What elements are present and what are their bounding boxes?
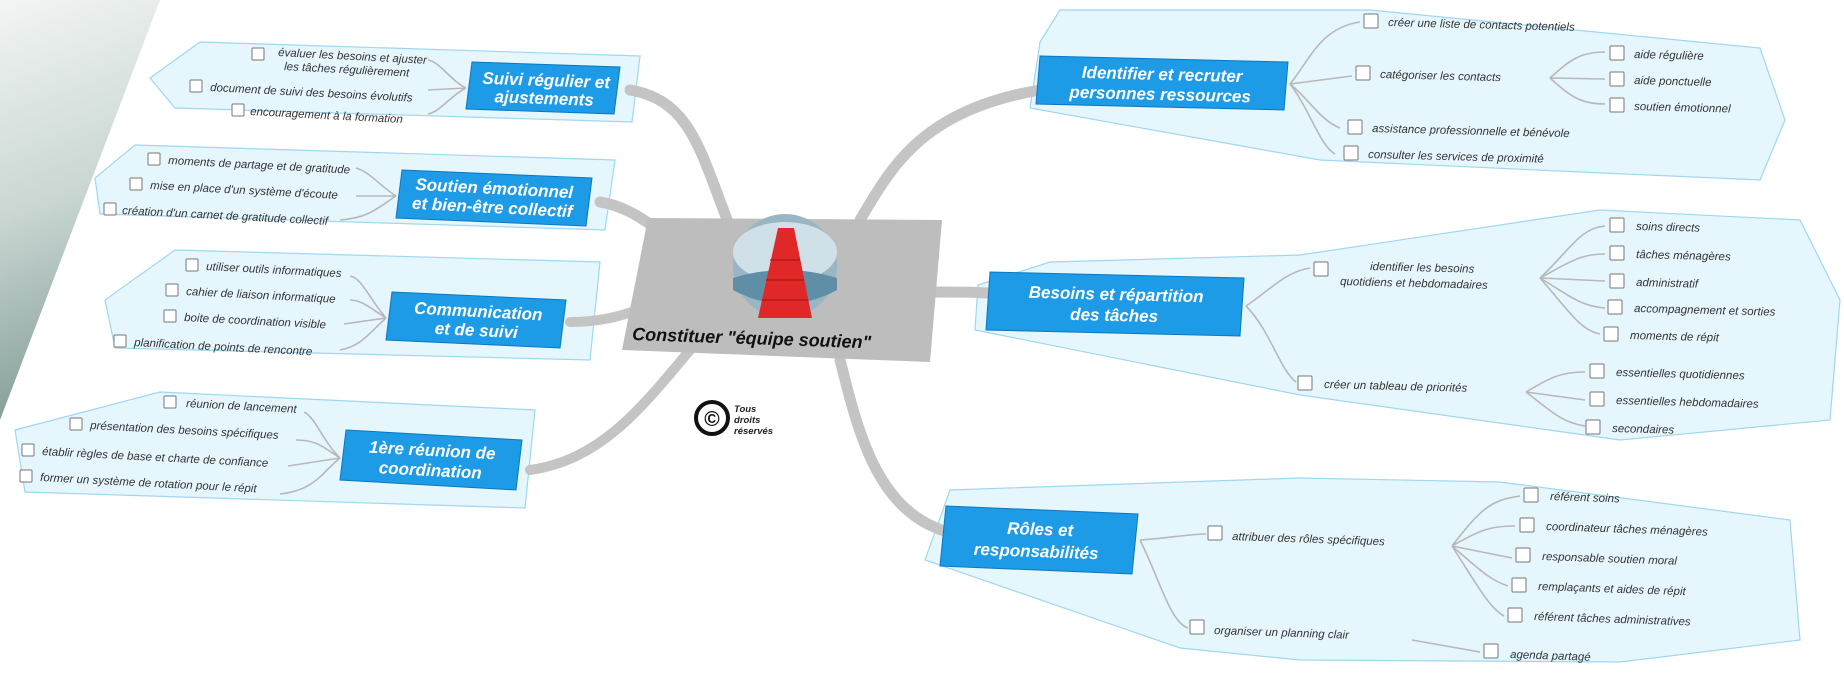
svg-text:organiser un planning clair: organiser un planning clair: [1214, 625, 1350, 642]
bubble-roles: [924, 477, 1801, 663]
topic-besoins-line-2: des tâches: [1070, 305, 1158, 326]
svg-text:tâches ménagères: tâches ménagères: [1636, 249, 1731, 263]
svg-text:agenda partagé: agenda partagé: [1510, 649, 1591, 664]
list-item[interactable]: soins directs: [1609, 217, 1700, 235]
copyright-icon: ©: [704, 408, 720, 431]
svg-text:quotidiens et hebdomadaires: quotidiens et hebdomadaires: [1340, 276, 1488, 292]
topic-suivi-line-1: Suivi régulier et: [482, 69, 611, 92]
svg-text:assistance professionnelle et: assistance professionnelle et bénévole: [1372, 123, 1570, 140]
svg-text:moments de répit: moments de répit: [1630, 330, 1720, 344]
svg-text:identifier les besoins: identifier les besoins: [1370, 261, 1475, 276]
svg-text:catégoriser les contacts: catégoriser les contacts: [1380, 69, 1501, 84]
list-item[interactable]: accompagnement et sorties: [1607, 299, 1776, 319]
topic-identifier-line-2: personnes ressources: [1068, 83, 1251, 107]
svg-text:référent tâches administrative: référent tâches administratives: [1534, 611, 1691, 628]
list-item[interactable]: coordinateur tâches ménagères: [1519, 517, 1708, 539]
svg-text:créer un tableau de priorités: créer un tableau de priorités: [1324, 379, 1468, 395]
svg-text:soutien émotionnel: soutien émotionnel: [1634, 101, 1731, 116]
svg-text:essentielles quotidiennes: essentielles quotidiennes: [1616, 367, 1745, 382]
main-connectors: [525, 84, 1046, 541]
topic-roles[interactable]: Rôles et responsabilités: [939, 505, 1139, 575]
copyright-line-3: réservés: [734, 426, 773, 437]
list-item[interactable]: essentielles quotidiennes: [1589, 363, 1745, 382]
topic-suivi[interactable]: Suivi régulier et ajustements: [465, 61, 621, 115]
topic-besoins-line-1: Besoins et répartition: [1029, 283, 1204, 307]
list-item[interactable]: assistance professionnelle et bénévole: [1347, 119, 1570, 140]
topic-roles-line-2: responsabilités: [974, 540, 1099, 563]
list-item[interactable]: moments de répit: [1603, 326, 1720, 344]
topic-suivi-line-2: ajustements: [494, 87, 594, 109]
list-item[interactable]: créer une liste de contacts potentiels: [1363, 13, 1575, 34]
topic-reunion[interactable]: 1ère réunion de coordination: [339, 429, 523, 491]
svg-text:créer une liste de contacts po: créer une liste de contacts potentiels: [1388, 17, 1575, 34]
list-item[interactable]: réunion de lancement: [163, 395, 298, 416]
list-item[interactable]: agenda partagé: [1483, 643, 1591, 664]
svg-text:essentielles hebdomadaires: essentielles hebdomadaires: [1616, 395, 1759, 411]
svg-text:attribuer des rôles spécifique: attribuer des rôles spécifiques: [1232, 531, 1385, 548]
svg-text:accompagnement et sorties: accompagnement et sorties: [1634, 303, 1776, 319]
topic-identifier-line-1: Identifier et recruter: [1082, 63, 1244, 86]
svg-text:remplaçants et aides de répit: remplaçants et aides de répit: [1538, 581, 1687, 598]
list-item[interactable]: aide ponctuelle: [1609, 71, 1712, 89]
list-item[interactable]: identifier les besoins quotidiens et heb…: [1313, 261, 1488, 292]
copyright-line-2: droits: [734, 415, 760, 426]
list-item[interactable]: secondaires: [1585, 419, 1675, 437]
list-item[interactable]: catégoriser les contacts: [1355, 65, 1501, 84]
topic-communication[interactable]: Communication et de suivi: [385, 291, 567, 349]
list-item[interactable]: créer un tableau de priorités: [1297, 375, 1468, 395]
copyright-mark: © Tous droits réservés: [694, 400, 773, 437]
list-item[interactable]: référent tâches administratives: [1507, 607, 1691, 628]
svg-text:responsable soutien moral: responsable soutien moral: [1542, 551, 1678, 568]
list-item[interactable]: essentielles hebdomadaires: [1589, 391, 1759, 411]
topic-soutien[interactable]: Soutien émotionnel et bien-être collecti…: [395, 169, 593, 227]
list-item[interactable]: organiser un planning clair: [1189, 619, 1350, 642]
svg-text:réunion de lancement: réunion de lancement: [186, 398, 298, 416]
svg-text:coordinateur tâches ménagères: coordinateur tâches ménagères: [1546, 521, 1708, 539]
list-item[interactable]: tâches ménagères: [1609, 245, 1731, 263]
list-item[interactable]: attribuer des rôles spécifiques: [1207, 525, 1385, 548]
svg-text:soins directs: soins directs: [1636, 221, 1700, 235]
svg-text:aide régulière: aide régulière: [1634, 49, 1704, 63]
list-item[interactable]: remplaçants et aides de répit: [1511, 577, 1687, 598]
svg-text:référent soins: référent soins: [1550, 491, 1620, 505]
central-topic[interactable]: Constituer "équipe soutien": [622, 214, 942, 362]
svg-text:consulter les services de prox: consulter les services de proximité: [1368, 149, 1544, 166]
svg-text:secondaires: secondaires: [1612, 423, 1675, 437]
list-item[interactable]: responsable soutien moral: [1515, 547, 1678, 568]
topic-identifier[interactable]: Identifier et recruter personnes ressour…: [1035, 55, 1289, 111]
bubble-besoins: [974, 209, 1841, 441]
list-item[interactable]: référent soins: [1523, 487, 1620, 505]
topic-roles-line-1: Rôles et: [1007, 519, 1075, 540]
list-item[interactable]: aide régulière: [1609, 45, 1704, 63]
list-item[interactable]: consulter les services de proximité: [1343, 145, 1544, 166]
list-item[interactable]: soutien émotionnel: [1609, 97, 1731, 116]
svg-text:administratif: administratif: [1636, 277, 1700, 291]
svg-text:aide ponctuelle: aide ponctuelle: [1634, 75, 1712, 89]
copyright-line-1: Tous: [734, 404, 756, 415]
topic-communication-line-2: et de suivi: [434, 319, 519, 342]
list-item[interactable]: administratif: [1609, 273, 1700, 291]
topic-besoins[interactable]: Besoins et répartition des tâches: [985, 271, 1245, 337]
